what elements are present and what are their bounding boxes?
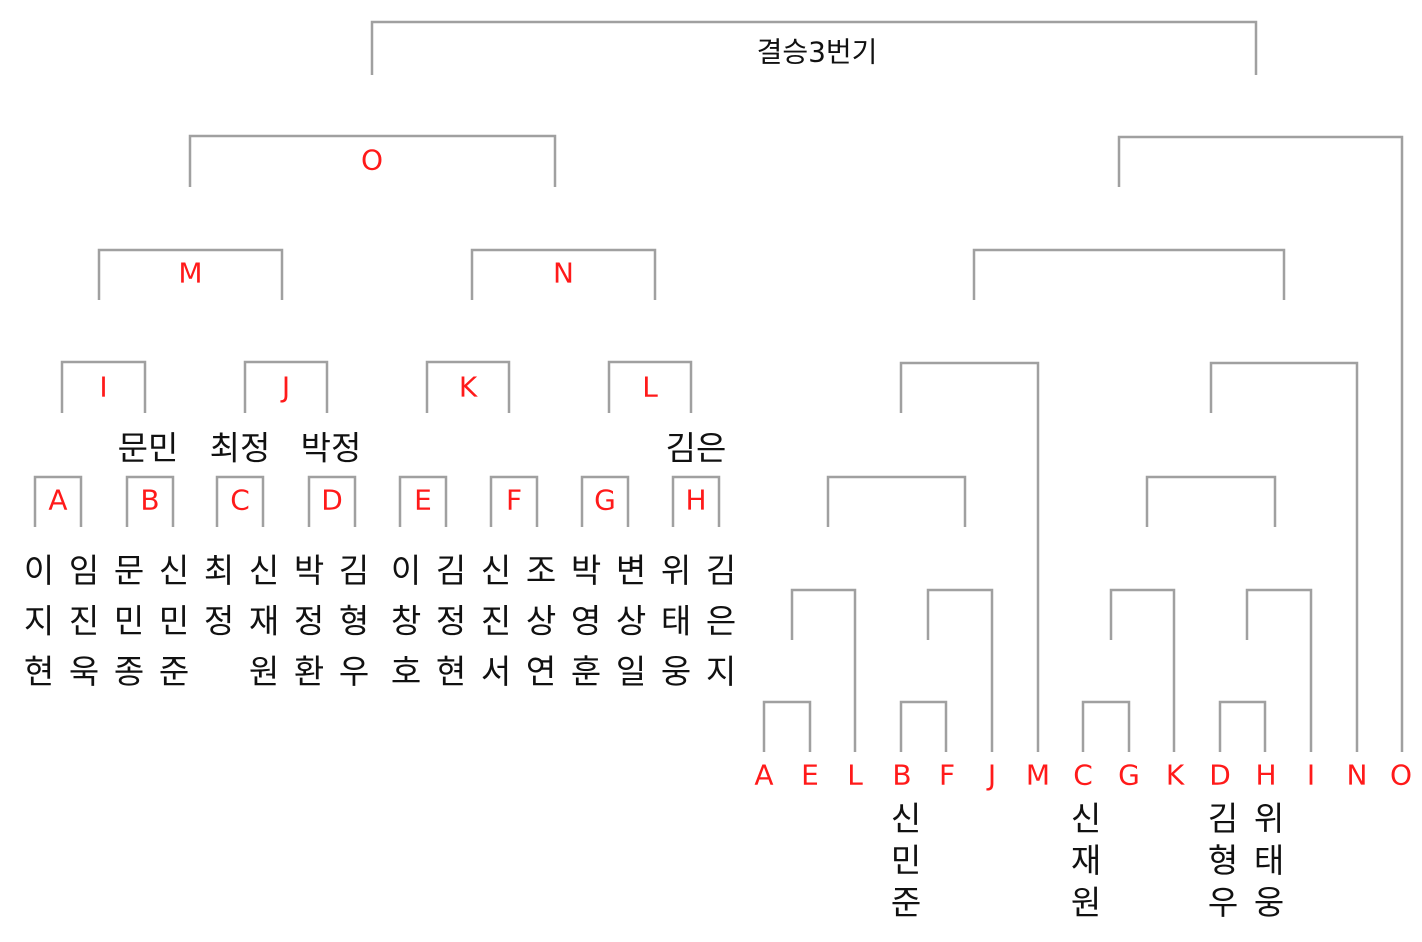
slot-code: I	[1307, 759, 1315, 792]
bracket-code-first: D	[321, 484, 343, 517]
bracket-code-first: G	[594, 484, 616, 517]
bracket-line	[1209, 361, 1359, 752]
player-name: 신재원	[242, 553, 281, 705]
player-name: 김은지	[699, 553, 738, 705]
player-name: 신민준	[152, 553, 191, 705]
bracket-line-semi	[470, 248, 657, 300]
player-name: 이창호	[384, 553, 423, 705]
bracket-line	[1145, 475, 1277, 527]
bracket-lines	[33, 20, 1404, 752]
slot-code: H	[1255, 759, 1276, 792]
final-bracket-line	[370, 20, 1258, 75]
slot-code: D	[1209, 759, 1231, 792]
player-name: 김형우	[332, 553, 371, 705]
bracket-line	[790, 588, 857, 752]
bracket-line-first	[307, 475, 357, 527]
player-name: 위태웅	[654, 553, 693, 705]
seed-note: 최정	[210, 429, 271, 468]
player-name: 조상연	[519, 553, 558, 705]
bracket-line-first	[398, 475, 448, 527]
bracket-code-quarter: J	[280, 371, 290, 404]
slot-code: F	[939, 759, 955, 792]
slot-code: A	[754, 759, 773, 792]
bracket-line-first	[671, 475, 721, 527]
bracket-code-semi: M	[178, 257, 202, 290]
slot-code: N	[1347, 759, 1368, 792]
bracket-line-semi	[97, 248, 284, 300]
bracket-code-quarter: L	[642, 371, 658, 404]
slot-code: K	[1166, 759, 1185, 792]
player-name: 문민종	[107, 553, 146, 705]
bracket-line	[1117, 135, 1404, 752]
final-title: 결승3번기	[757, 36, 878, 69]
bracket-code-O: O	[361, 144, 383, 177]
slot-code: M	[1026, 759, 1050, 792]
slot-note: 김형우	[1201, 801, 1240, 927]
bracket-line	[1109, 588, 1176, 752]
slot-code: E	[801, 759, 819, 792]
slot-code: O	[1390, 759, 1412, 792]
bracket-line	[826, 475, 967, 527]
bracket-line-quarter	[60, 360, 147, 413]
bracket-code-first: H	[685, 484, 706, 517]
slot-code: J	[986, 759, 996, 792]
player-name: 박정환	[287, 553, 326, 705]
slot-code: B	[892, 759, 911, 792]
bracket-line-quarter	[425, 360, 511, 413]
slot-code: L	[847, 759, 863, 792]
bracket-line	[972, 248, 1286, 300]
bracket-line	[1081, 700, 1131, 752]
bracket-line-first	[125, 475, 175, 527]
seed-note: 박정	[301, 429, 362, 468]
bracket-line-first	[33, 475, 83, 527]
player-name: 임진욱	[62, 553, 101, 705]
bracket-line-first	[215, 475, 265, 527]
bracket-line-quarter	[243, 360, 329, 413]
bracket-line	[762, 700, 812, 752]
bracket-line	[926, 588, 994, 752]
bracket-code-quarter: I	[99, 371, 107, 404]
bracket-code-first: A	[48, 484, 67, 517]
slot-note: 위태웅	[1247, 801, 1286, 927]
slot-code: G	[1118, 759, 1140, 792]
slot-note: 신재원	[1064, 801, 1103, 927]
player-name: 박영훈	[564, 553, 603, 705]
bracket-code-first: E	[414, 484, 432, 517]
bracket-line	[1245, 588, 1313, 752]
bracket-line-first	[489, 475, 539, 527]
player-name: 신진서	[474, 553, 513, 705]
bracket-code-quarter: K	[459, 371, 478, 404]
player-name: 변상일	[609, 553, 648, 705]
slot-code: C	[1073, 759, 1093, 792]
bracket-code-first: F	[506, 484, 522, 517]
bracket-line	[1218, 700, 1267, 752]
slot-note: 신민준	[884, 801, 923, 927]
bracket-line-quarter	[607, 360, 693, 413]
bracket-line	[899, 361, 1040, 752]
bracket-code-semi: N	[553, 257, 574, 290]
bracket-line-O	[188, 134, 557, 187]
bracket-code-first: B	[140, 484, 159, 517]
bracket-line-first	[580, 475, 630, 527]
seed-note: 문민	[118, 429, 179, 468]
player-name: 이지현	[17, 553, 56, 705]
player-name: 김정현	[429, 553, 468, 705]
seed-note: 김은	[666, 429, 727, 468]
bracket-code-first: C	[230, 484, 250, 517]
bracket-line	[899, 700, 948, 752]
player-name: 최정	[197, 553, 236, 654]
